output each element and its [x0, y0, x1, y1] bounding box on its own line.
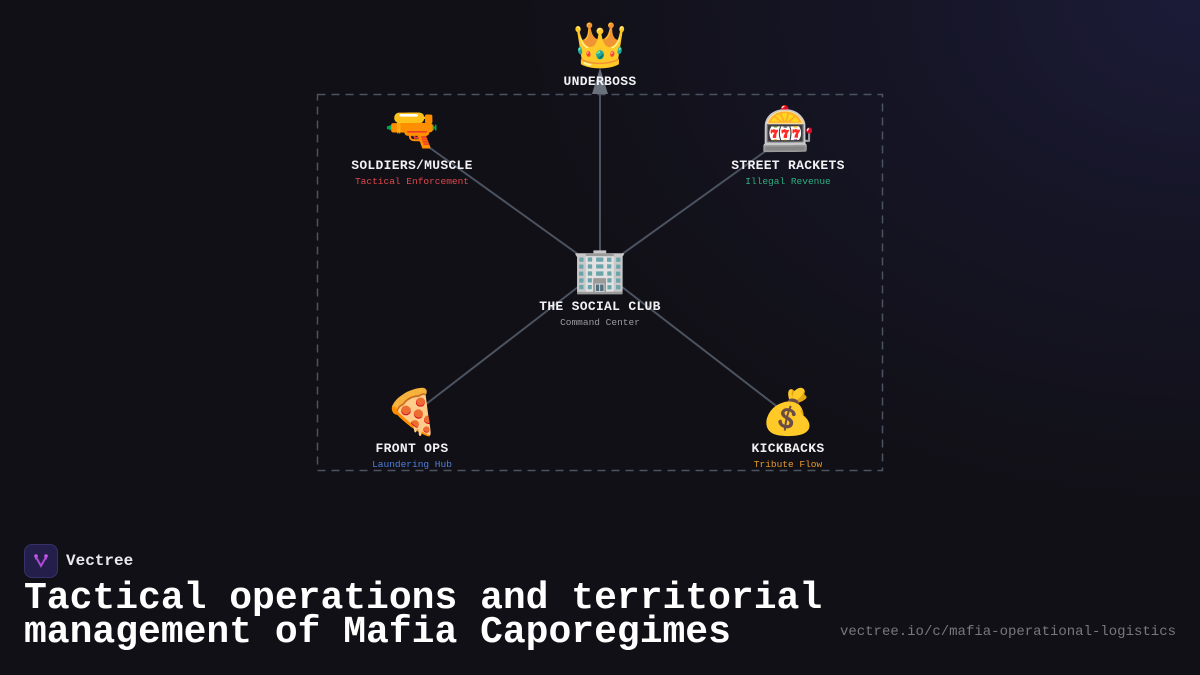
node-label: UNDERBOSS [563, 74, 637, 89]
node-label: KICKBACKS [751, 441, 825, 456]
edge-front-ops [411, 269, 601, 416]
arrowhead-icon [592, 68, 608, 94]
node-soldiers[interactable]: 🔫 SOLDIERS/MUSCLE Tactical Enforcement [351, 104, 473, 187]
money-bag-icon: 💰 [760, 387, 816, 438]
node-underboss[interactable]: 👑 UNDERBOSS [564, 20, 637, 89]
water-pistol-icon: 🔫 [384, 104, 440, 155]
office-building-icon: 🏢 [572, 245, 628, 296]
node-label: FRONT OPS [375, 441, 449, 456]
node-label: SOLDIERS/MUSCLE [351, 158, 473, 173]
node-sublabel: Command Center [560, 317, 640, 328]
node-front-ops[interactable]: 🍕 FRONT OPS Laundering Hub [372, 387, 452, 470]
page-url[interactable]: vectree.io/c/mafia-operational-logistics [839, 624, 1176, 640]
node-street-rackets[interactable]: 🎰 STREET RACKETS Illegal Revenue [731, 104, 844, 187]
edge-kickbacks [599, 269, 789, 416]
node-sublabel: Tribute Flow [753, 459, 823, 470]
node-sublabel: Laundering Hub [372, 459, 452, 470]
vectree-logo-icon [24, 544, 58, 578]
node-social-club[interactable]: 🏢 THE SOCIAL CLUB Command Center [539, 245, 661, 328]
slot-machine-icon: 🎰 [760, 104, 816, 155]
node-label: STREET RACKETS [731, 158, 845, 173]
page-title: Tactical operations and territorial mana… [24, 577, 823, 654]
node-label: THE SOCIAL CLUB [539, 299, 661, 314]
node-sublabel: Illegal Revenue [745, 176, 831, 187]
edge-soldiers [411, 134, 601, 271]
pizza-icon: 🍕 [384, 387, 440, 438]
brand[interactable]: Vectree [24, 544, 133, 578]
edge-street-rackets [599, 134, 789, 271]
node-sublabel: Tactical Enforcement [354, 176, 470, 187]
brand-name: Vectree [66, 552, 134, 570]
node-kickbacks[interactable]: 💰 KICKBACKS Tribute Flow [752, 387, 825, 470]
crown-icon: 👑 [572, 20, 628, 71]
